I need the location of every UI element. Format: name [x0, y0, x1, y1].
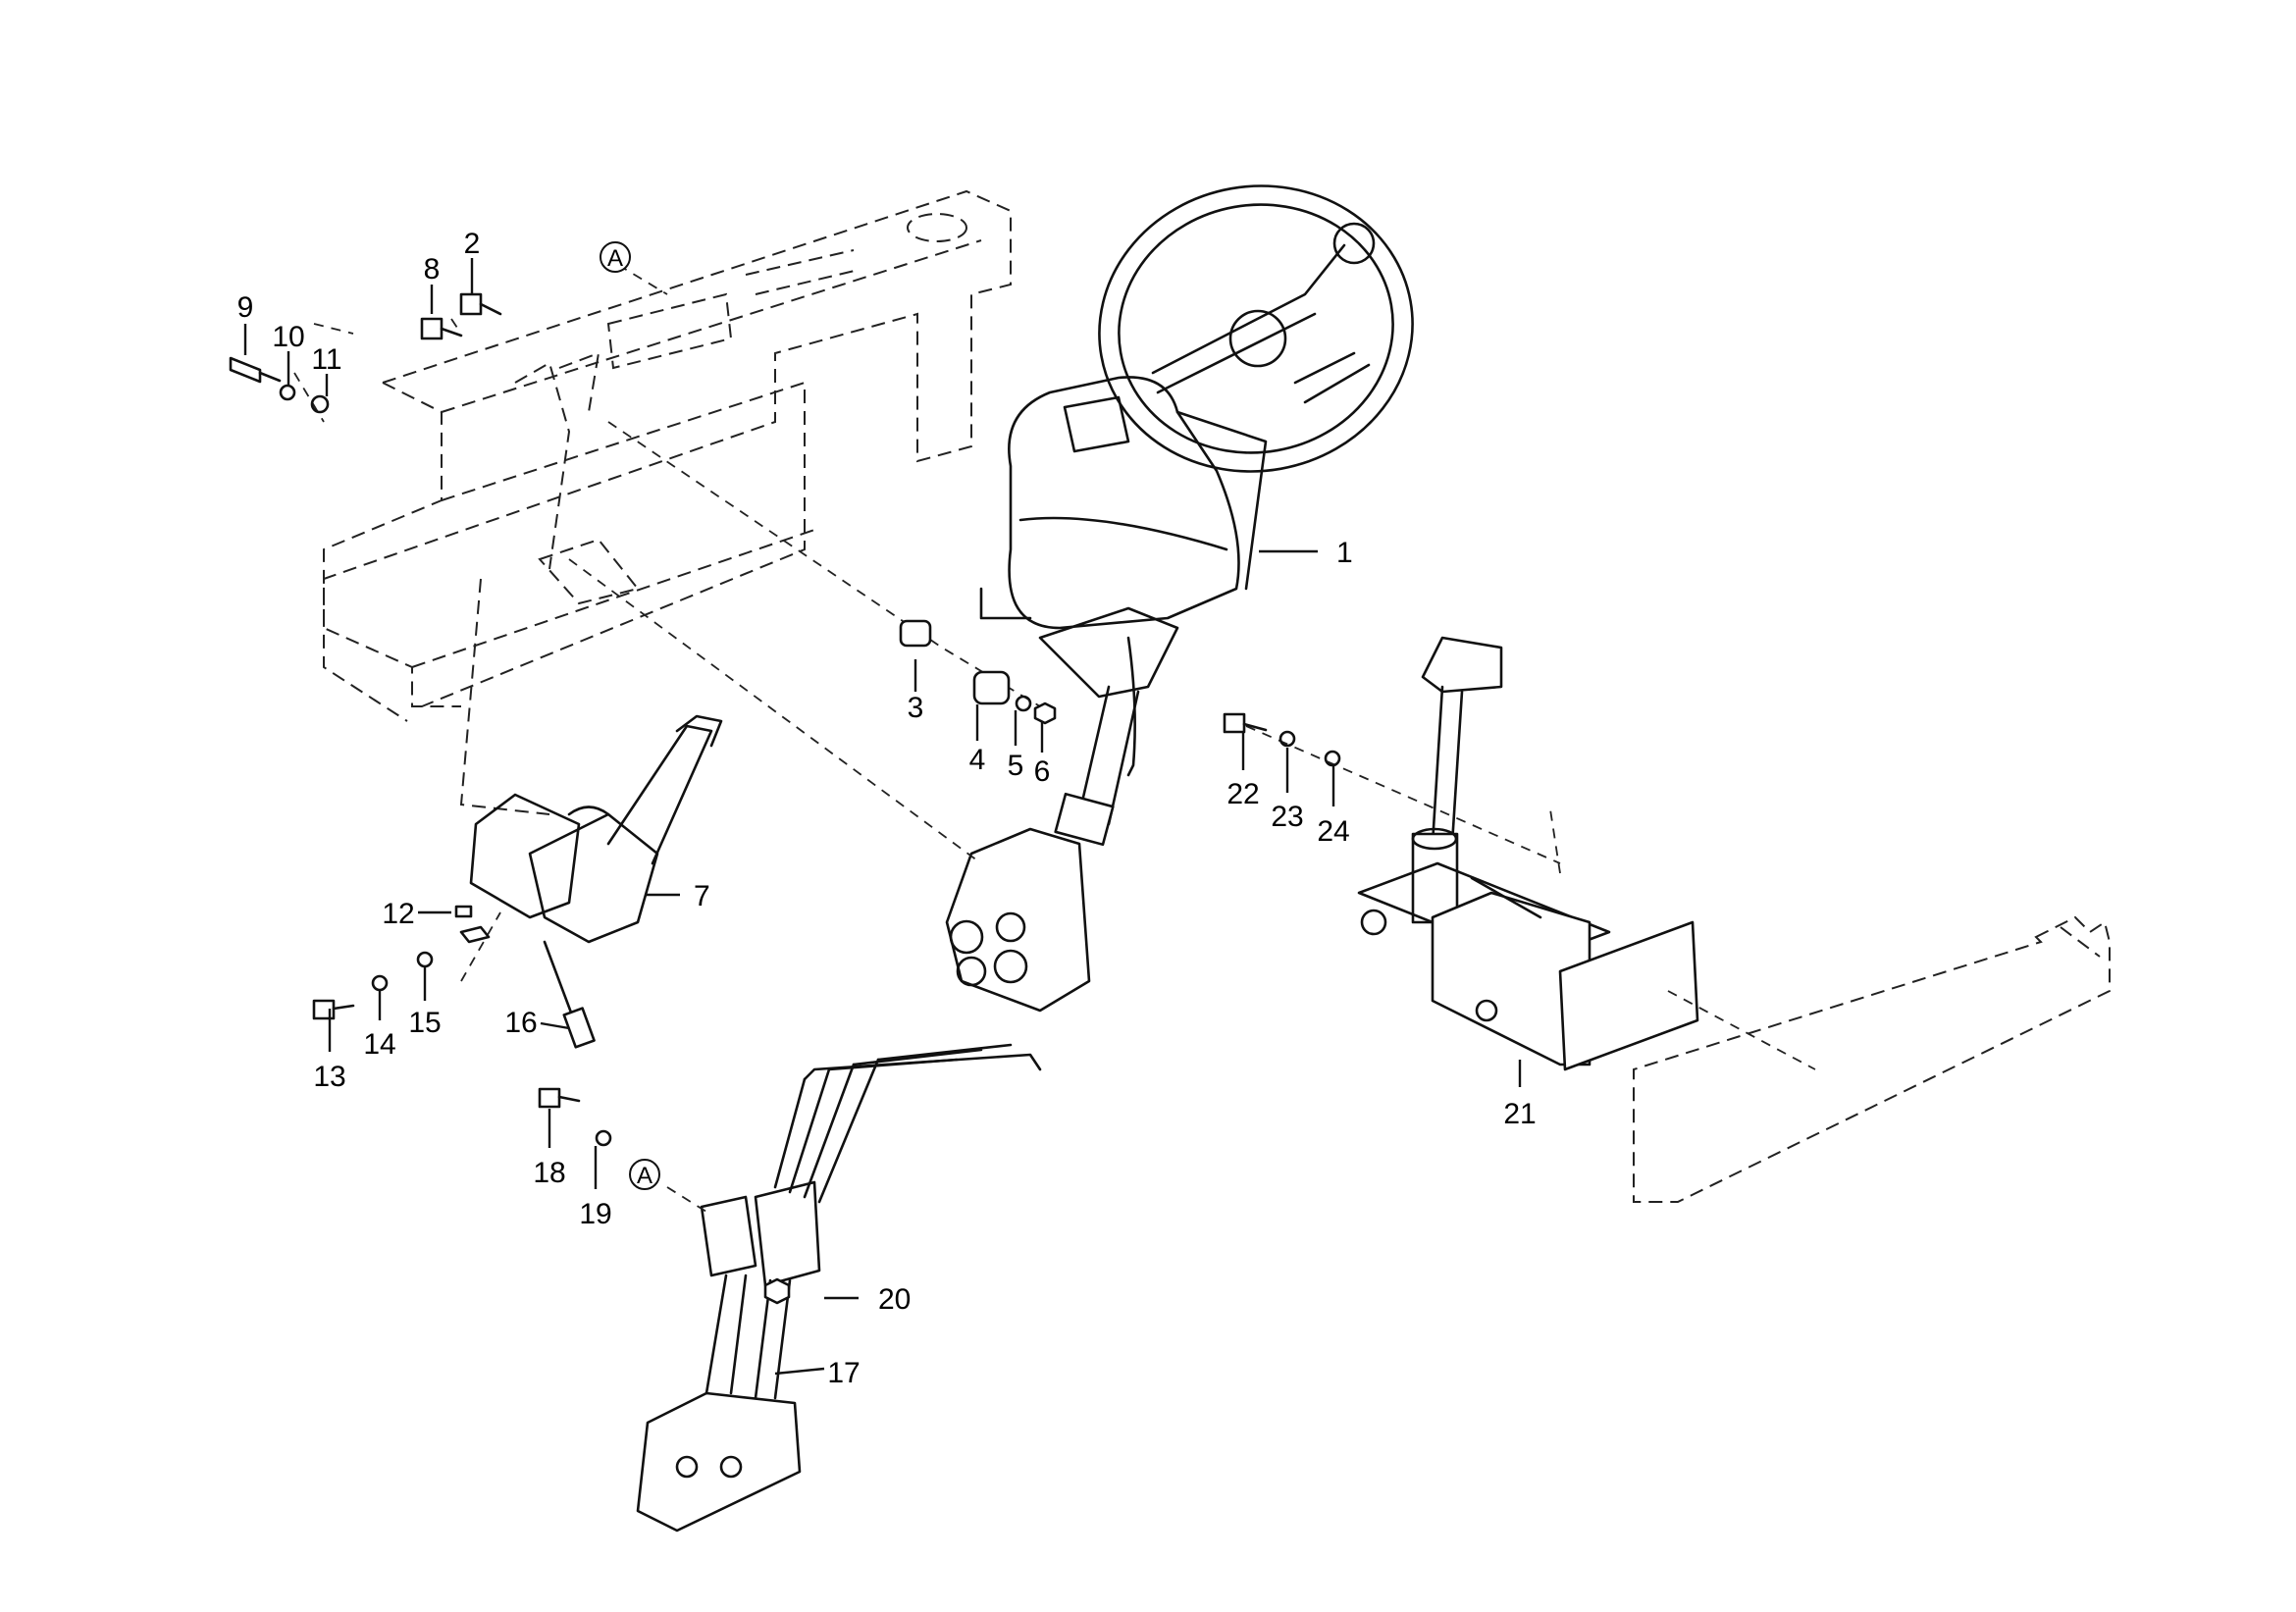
callout-21: 21 — [1503, 1098, 1536, 1130]
callout-17: 17 — [827, 1357, 860, 1389]
reference-marker-label: A — [607, 245, 623, 272]
dashed-side-rail — [1633, 915, 2111, 1203]
callout-1: 1 — [1336, 537, 1353, 569]
callout-12: 12 — [382, 898, 414, 930]
fasteners — [229, 292, 1341, 1147]
callout-4: 4 — [969, 744, 986, 776]
callout-8: 8 — [424, 253, 441, 286]
callout-24: 24 — [1317, 815, 1349, 848]
callout-11: 11 — [311, 343, 341, 376]
callout-2: 2 — [464, 228, 481, 260]
callout-18: 18 — [533, 1157, 565, 1189]
pedal-assembly — [1357, 636, 1699, 1071]
callout-leaders — [243, 258, 1522, 1376]
callout-16: 16 — [504, 1007, 537, 1039]
callout-7: 7 — [694, 880, 710, 912]
callout-19: 19 — [579, 1198, 611, 1230]
callout-14: 14 — [363, 1028, 395, 1061]
callout-3: 3 — [908, 692, 924, 724]
leader-line-17 — [774, 1367, 825, 1376]
callout-5: 5 — [1008, 750, 1024, 782]
dashed-dash-frame — [323, 189, 1012, 815]
reference-marker-a: A — [629, 1159, 660, 1190]
leader-dashed-lines — [293, 264, 1816, 1213]
hand-lever-assembly — [469, 714, 723, 944]
callout-13: 13 — [313, 1061, 345, 1093]
reference-marker-label: A — [637, 1163, 652, 1189]
callout-6: 6 — [1034, 755, 1051, 788]
callout-23: 23 — [1271, 801, 1303, 833]
reference-marker-a: A — [600, 241, 631, 273]
callout-15: 15 — [408, 1007, 441, 1039]
callout-20: 20 — [878, 1283, 911, 1316]
callout-9: 9 — [237, 291, 254, 324]
callout-10: 10 — [272, 321, 304, 353]
callout-22: 22 — [1226, 778, 1259, 810]
leader-line-16 — [540, 1021, 570, 1030]
steering-column-assembly — [945, 184, 1414, 1013]
control-valve-assembly — [636, 1043, 1042, 1533]
